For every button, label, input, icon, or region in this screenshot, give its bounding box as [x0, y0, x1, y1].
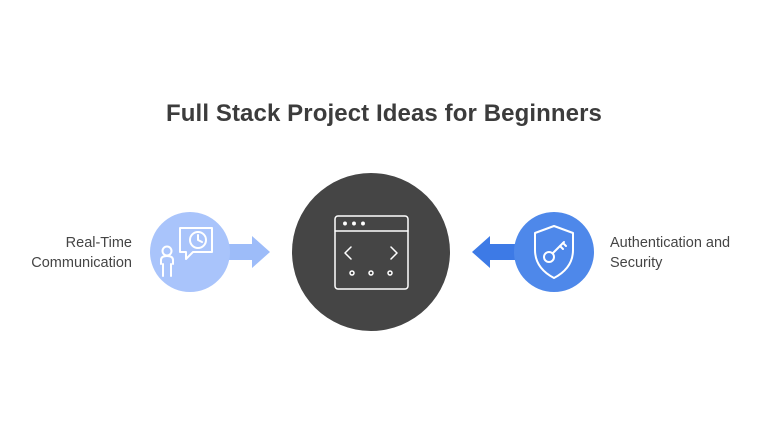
person-chat-clock-icon	[160, 227, 213, 277]
left-node-label-line2: Communication	[31, 255, 132, 271]
browser-code-window-icon	[334, 215, 409, 290]
shield-key-icon	[534, 225, 574, 279]
right-node-label-line1: Authentication and	[610, 235, 731, 251]
left-node-label: Real-Time Communication	[0, 233, 132, 273]
right-node-label-line2: Security	[610, 255, 663, 271]
diagram-title: Full Stack Project Ideas for Beginners	[166, 100, 602, 127]
right-node-label: Authentication and Security	[610, 233, 760, 273]
center-node-circle	[292, 173, 450, 331]
left-node-label-line1: Real-Time	[65, 235, 132, 251]
